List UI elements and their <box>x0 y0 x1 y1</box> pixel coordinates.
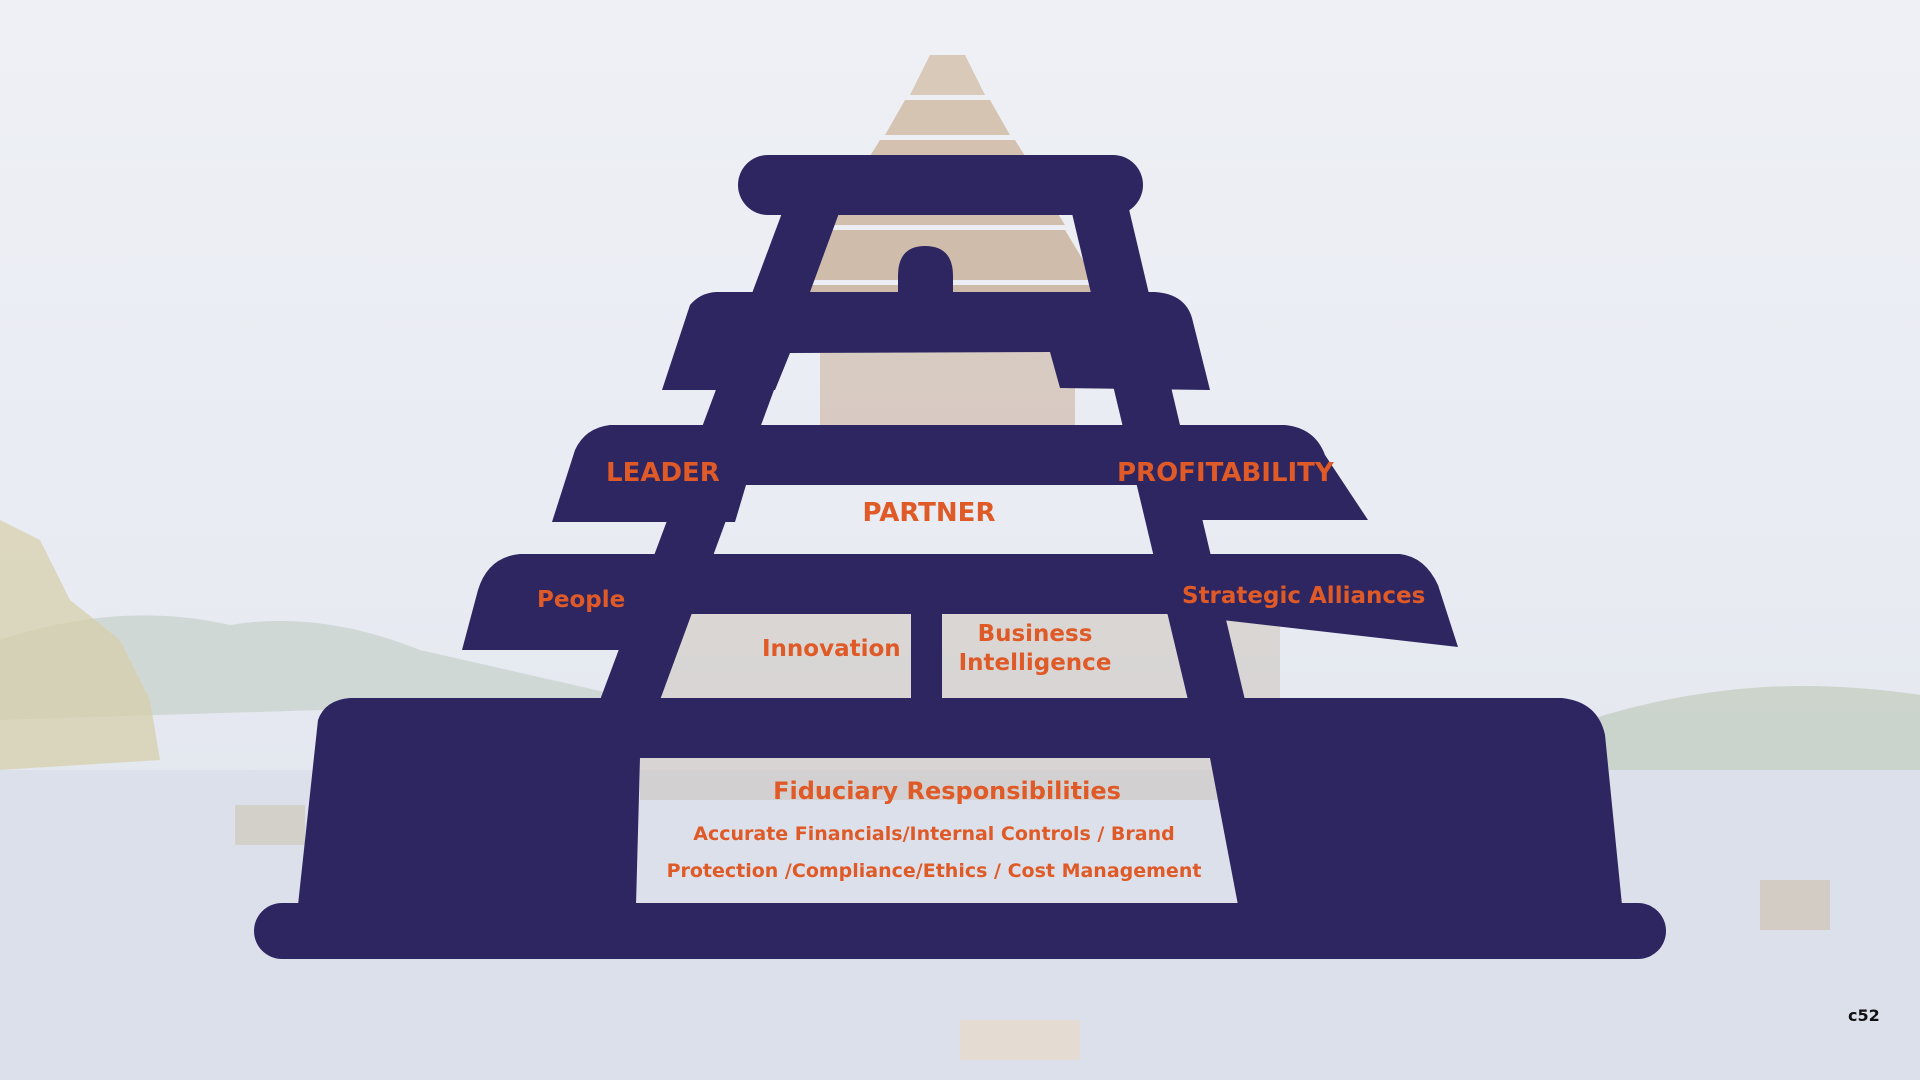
tier-2 <box>662 292 1210 390</box>
label-fiduciary-line2: Protection /Compliance/Ethics / Cost Man… <box>666 860 1202 882</box>
label-business-intelligence-line2: Intelligence <box>958 649 1112 676</box>
tier-4 <box>462 554 1458 650</box>
label-people: People <box>537 587 626 613</box>
label-profitability: PROFITABILITY <box>1117 458 1334 488</box>
tier-base <box>298 698 1622 905</box>
label-partner: PARTNER <box>862 498 996 528</box>
label-fiduciary-line1: Accurate Financials/Internal Controls / … <box>693 823 1175 845</box>
tier-top-cap <box>738 155 1143 215</box>
label-strategic-alliances: Strategic Alliances <box>1182 583 1426 609</box>
label-fiduciary-title: Fiduciary Responsibilities <box>773 777 1121 805</box>
label-innovation: Innovation <box>762 636 901 662</box>
foliage-left <box>0 520 160 770</box>
label-leader: LEADER <box>606 458 720 488</box>
dome <box>898 246 953 292</box>
tier-3 <box>552 425 1368 522</box>
platform <box>254 903 1666 959</box>
slide-number: c52 <box>1848 1006 1880 1025</box>
label-business-intelligence: Business Intelligence <box>959 620 1112 678</box>
center-divider <box>911 612 942 702</box>
hill-left <box>0 615 640 720</box>
hill-right <box>1560 686 1920 780</box>
label-business-intelligence-line1: Business <box>977 621 1093 647</box>
